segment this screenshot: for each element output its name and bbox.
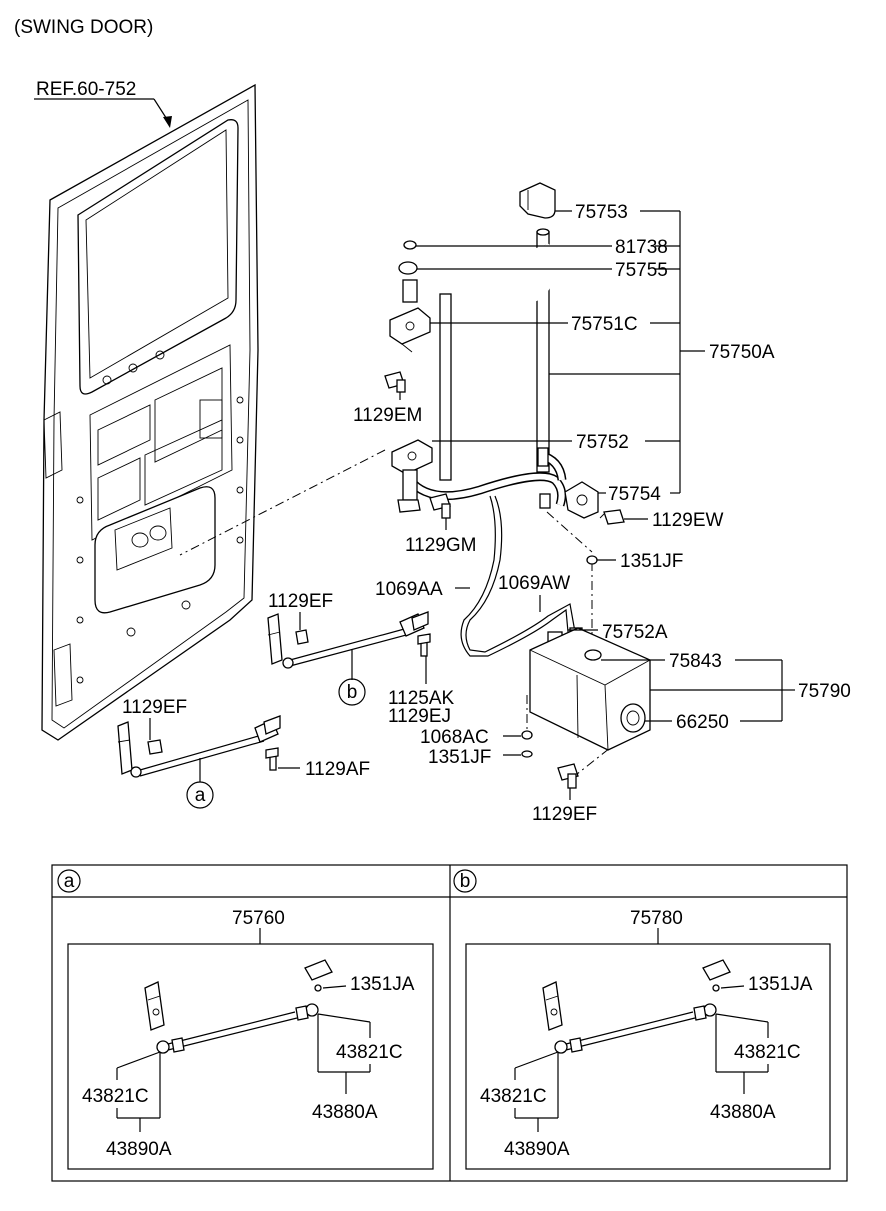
detail-a-tag: a: [64, 871, 75, 892]
detail-b-43880a: 43880A: [710, 1102, 776, 1123]
callout-1351jf-bot: 1351JF: [428, 747, 491, 768]
rod-linkage-a: [117, 715, 281, 778]
detail-b: b 75780 1351JA 43821C 43880A 43821C 4389…: [453, 869, 831, 1170]
bolt-1129gm-icon: [429, 493, 451, 519]
detail-a-43880a: 43880A: [312, 1102, 378, 1123]
callout-75751c: 75751C: [571, 314, 638, 335]
detail-a-43821c-left: 43821C: [82, 1086, 149, 1107]
detail-a: a 75760 1351JA 43821C 43880A 43821C 4389…: [57, 869, 434, 1170]
callout-66250: 66250: [676, 712, 729, 733]
callout-75754: 75754: [608, 484, 661, 505]
bolt-1129ew-icon: [599, 509, 625, 525]
callout-1069aw: 1069AW: [498, 573, 570, 594]
detail-table: [51, 864, 848, 1182]
rod-linkage-b: [267, 611, 431, 669]
ring-1351jf: [586, 555, 598, 565]
callout-1129ej: 1129EJ: [388, 706, 451, 727]
alignment-line: [571, 747, 611, 779]
callout-1068ac: 1068AC: [420, 727, 489, 748]
washer-tube-assembly: [384, 182, 625, 525]
detail-a-43821c-right: 43821C: [336, 1042, 403, 1063]
detail-b-assembly: 75780: [630, 908, 683, 929]
detail-a-43890a: 43890A: [106, 1139, 172, 1160]
circle-tag-a: a: [186, 758, 214, 809]
callout-1129ew: 1129EW: [652, 510, 724, 531]
detail-b-43890a: 43890A: [504, 1139, 570, 1160]
callout-75752: 75752: [576, 432, 629, 453]
callout-1129ef-bot: 1129EF: [532, 804, 597, 825]
detail-b-tag: b: [460, 871, 471, 892]
callout-75752a: 75752A: [602, 622, 668, 643]
callout-1129ef-left: 1129EF: [122, 697, 187, 718]
callout-1351jf-top: 1351JF: [620, 551, 683, 572]
callout-1129gm: 1129GM: [405, 535, 476, 556]
callout-1129ef-mid: 1129EF: [268, 591, 333, 612]
callout-75790: 75790: [798, 681, 851, 702]
washer-reservoir: [521, 627, 651, 789]
detail-b-43821c-right: 43821C: [734, 1042, 801, 1063]
detail-b-43821c-left: 43821C: [480, 1086, 547, 1107]
bolt-1129em-icon: [384, 371, 406, 393]
ref-underline-arrow: [34, 98, 172, 128]
detail-a-1351ja: 1351JA: [350, 974, 415, 995]
callout-75750a: 75750A: [709, 342, 775, 363]
ref-label: REF.60-752: [36, 79, 136, 100]
callout-81738: 81738: [615, 237, 668, 258]
detail-b-1351ja: 1351JA: [748, 974, 813, 995]
alignment-line: [179, 449, 386, 556]
callout-1069aa: 1069AA: [375, 579, 443, 600]
circle-tag-b: b: [338, 650, 366, 706]
callout-1125ak: 1125AK: [388, 688, 455, 709]
svg-text:a: a: [195, 785, 206, 806]
detail-a-assembly: 75760: [232, 908, 285, 929]
callout-1129af: 1129AF: [305, 759, 370, 780]
diagram-title: (SWING DOOR): [14, 17, 153, 38]
leader-lines: [149, 210, 795, 800]
svg-text:b: b: [347, 682, 358, 703]
door-panel: [41, 83, 259, 741]
callout-1129em: 1129EM: [353, 405, 422, 426]
callout-75753: 75753: [575, 202, 628, 223]
callout-75843: 75843: [669, 651, 722, 672]
callout-75755: 75755: [615, 260, 668, 281]
